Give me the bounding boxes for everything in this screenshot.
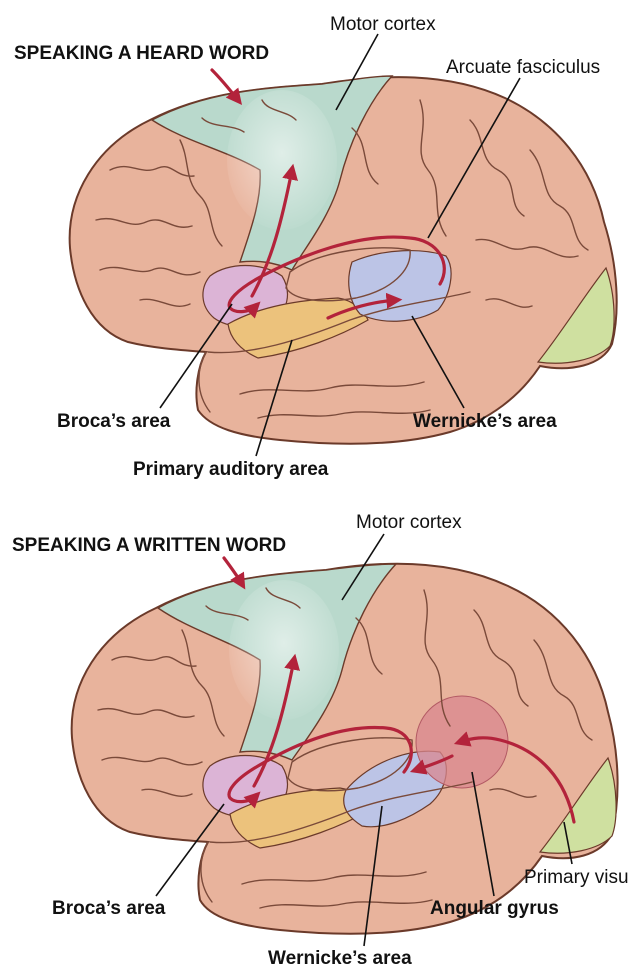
brain-illustration xyxy=(70,562,619,935)
visual-to-angular-arrow xyxy=(453,731,576,824)
pathway-arrows xyxy=(222,556,576,824)
label-motor-cortex: Motor cortex xyxy=(330,14,436,35)
primary-visual-area-region xyxy=(538,756,617,854)
panel-title: SPEAKING A HEARD WORD xyxy=(14,43,269,64)
label-wernickes-area: Wernicke’s area xyxy=(268,948,412,969)
wernickes-area-region xyxy=(348,250,452,322)
label-arcuate-fasciculus: Arcuate fasciculus xyxy=(446,57,600,78)
label-primary-visual: Primary visu xyxy=(524,867,629,888)
label-angular-gyrus: Angular gyrus xyxy=(430,898,559,919)
brain-illustration xyxy=(68,75,618,445)
arcuate-pathway-arrow xyxy=(227,725,413,809)
arcuate-pathway-arrow xyxy=(227,235,446,319)
brain-hemisphere xyxy=(70,562,619,935)
angular-to-wernicke-arrow xyxy=(409,754,454,775)
label-brocas-area: Broca’s area xyxy=(52,898,166,919)
entry-arrow xyxy=(210,68,242,105)
primary-auditory-area-region xyxy=(227,297,369,359)
label-motor-cortex: Motor cortex xyxy=(356,512,462,533)
panel-written-word: SPEAKING A WRITTEN WORD xyxy=(12,512,629,969)
entry-arrow xyxy=(222,556,246,590)
label-brocas-area: Broca’s area xyxy=(57,411,171,432)
label-primary-auditory-area: Primary auditory area xyxy=(133,459,329,480)
label-wernickes-area: Wernicke’s area xyxy=(413,411,557,432)
broca-to-motor-arrow xyxy=(250,163,298,298)
primary-visual-area-region xyxy=(536,266,615,364)
broca-to-motor-arrow xyxy=(252,653,300,788)
panel-title: SPEAKING A WRITTEN WORD xyxy=(12,535,286,556)
auditory-to-wernicke-arrow xyxy=(326,292,403,320)
pathway-arrows xyxy=(210,68,446,320)
panel-heard-word: SPEAKING A HEARD WORD xyxy=(14,14,618,480)
